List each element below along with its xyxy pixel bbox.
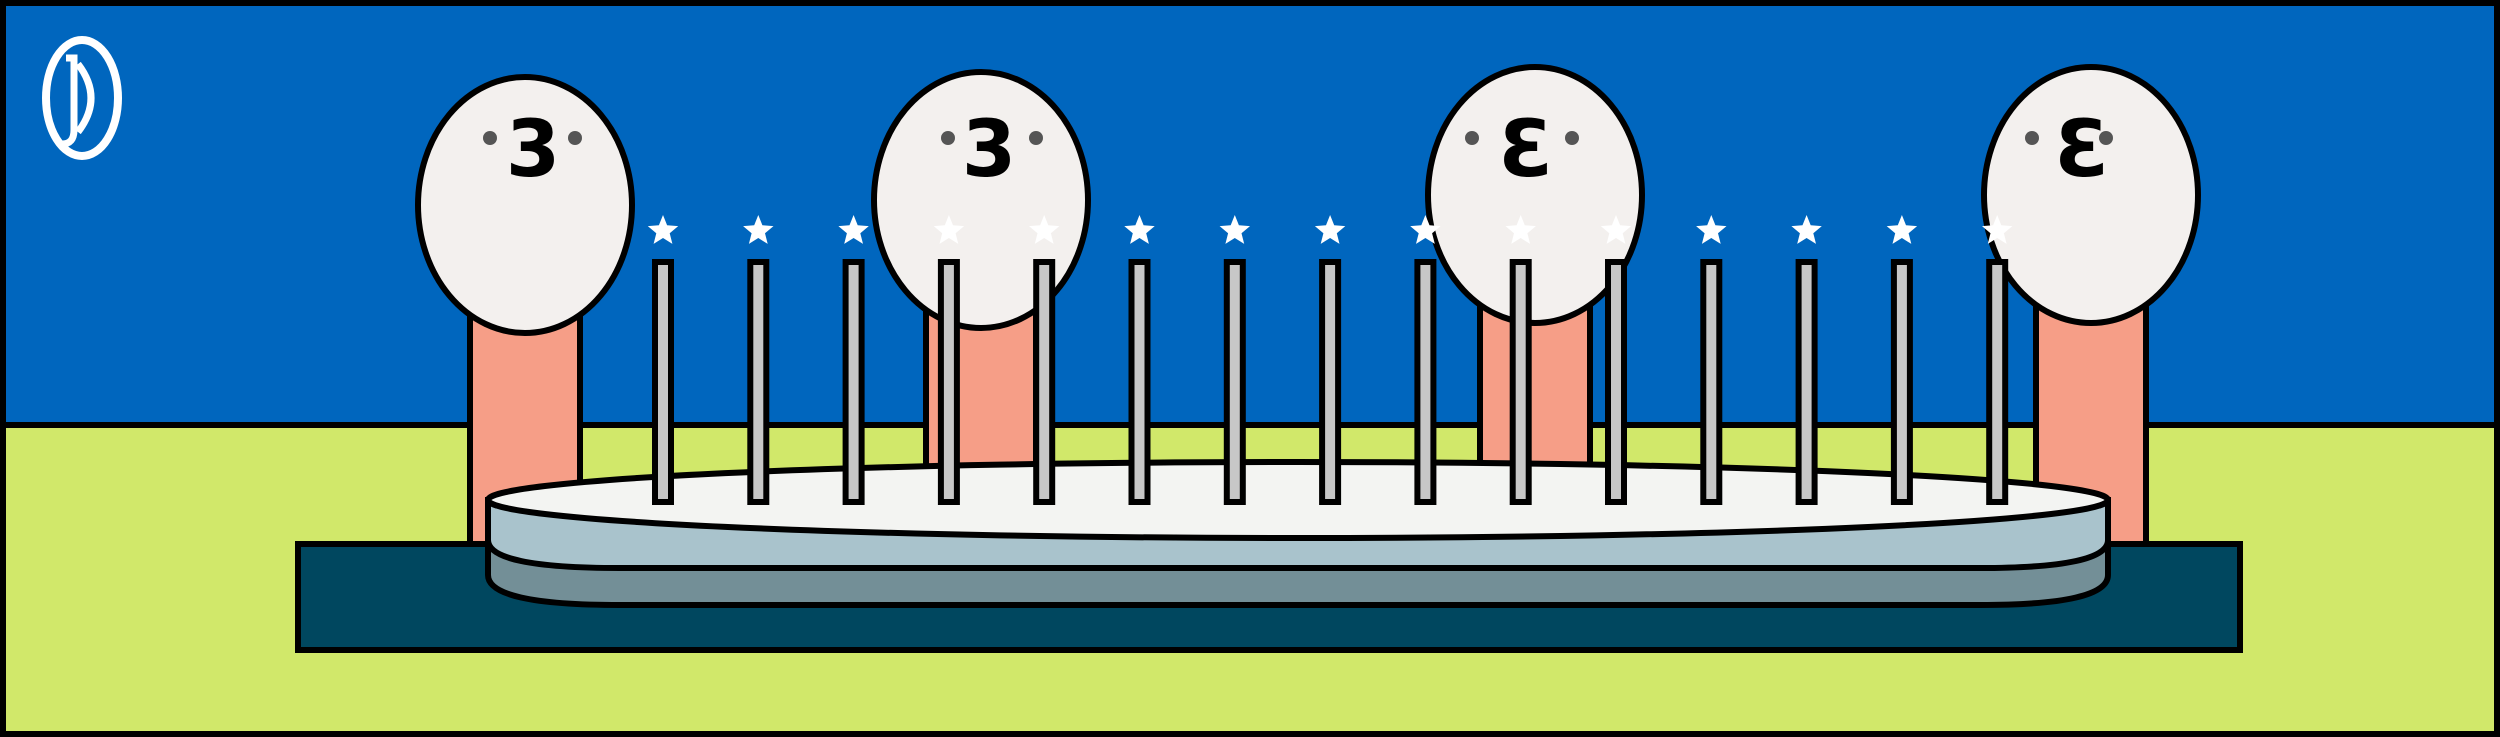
cake-dish — [485, 459, 2111, 608]
candle-icon — [1600, 215, 1632, 505]
figure-head — [1425, 64, 1645, 326]
candle-icon — [1696, 215, 1727, 505]
figure-3: 3 — [1425, 64, 1645, 473]
candle-stick — [1414, 259, 1437, 505]
eye-dot — [2099, 131, 2113, 145]
star-icon — [838, 215, 869, 244]
star-icon — [1505, 215, 1536, 244]
star-icon — [1982, 215, 2013, 244]
eye-dot — [1029, 131, 1043, 145]
star-icon — [1696, 215, 1727, 244]
star-icon — [1410, 215, 1441, 244]
circle-monogram-icon — [42, 36, 122, 160]
star-icon — [1314, 215, 1346, 244]
star-icon — [1791, 215, 1822, 244]
candle-icon — [1886, 215, 1918, 505]
candle-stick — [747, 259, 770, 505]
eye-dot — [2025, 131, 2039, 145]
candle-stick — [1605, 259, 1627, 505]
candle-stick — [652, 259, 674, 505]
eye-dot — [483, 131, 497, 145]
figure-face-text: 3 — [2054, 105, 2108, 195]
candle-stick — [1890, 259, 1913, 505]
eye-dot — [568, 131, 582, 145]
star-icon — [743, 215, 774, 244]
star-icon — [1886, 215, 1918, 244]
candle-icon — [838, 215, 869, 505]
candle-stick — [1319, 259, 1342, 505]
candle-icon — [1314, 215, 1346, 505]
candle-stick — [1033, 259, 1056, 505]
star-icon — [1219, 215, 1250, 244]
candle-stick — [1223, 259, 1246, 505]
eye-dot — [1465, 131, 1479, 145]
figure-head — [1981, 64, 2201, 326]
star-icon — [1124, 215, 1155, 244]
star-icon — [933, 215, 965, 244]
candle-icon — [1791, 215, 1822, 505]
candles-group — [647, 215, 2013, 505]
candle-icon — [743, 215, 774, 505]
figure-face-text: 3 — [506, 105, 560, 195]
candle-stick — [1986, 259, 2009, 505]
star-icon — [1600, 215, 1632, 244]
figure-face-text: 3 — [1498, 105, 1552, 195]
candle-icon — [1982, 215, 2013, 505]
candle-icon — [647, 215, 679, 505]
candle-stick — [1509, 259, 1532, 505]
eye-dot — [1565, 131, 1579, 145]
candle-icon — [1124, 215, 1155, 505]
candle-icon — [1219, 215, 1250, 505]
candle-stick — [842, 259, 865, 505]
figure-face-text: 3 — [962, 105, 1016, 195]
candle-stick — [1795, 259, 1818, 505]
candle-icon — [1505, 215, 1536, 505]
candle-stick — [1700, 259, 1723, 505]
candle-icon — [933, 215, 965, 505]
candle-stick — [937, 259, 960, 505]
star-icon — [1029, 215, 1060, 244]
eye-dot — [941, 131, 955, 145]
star-icon — [647, 215, 679, 244]
candle-icon — [1029, 215, 1060, 505]
candle-stick — [1128, 259, 1151, 505]
candle-icon — [1410, 215, 1441, 505]
